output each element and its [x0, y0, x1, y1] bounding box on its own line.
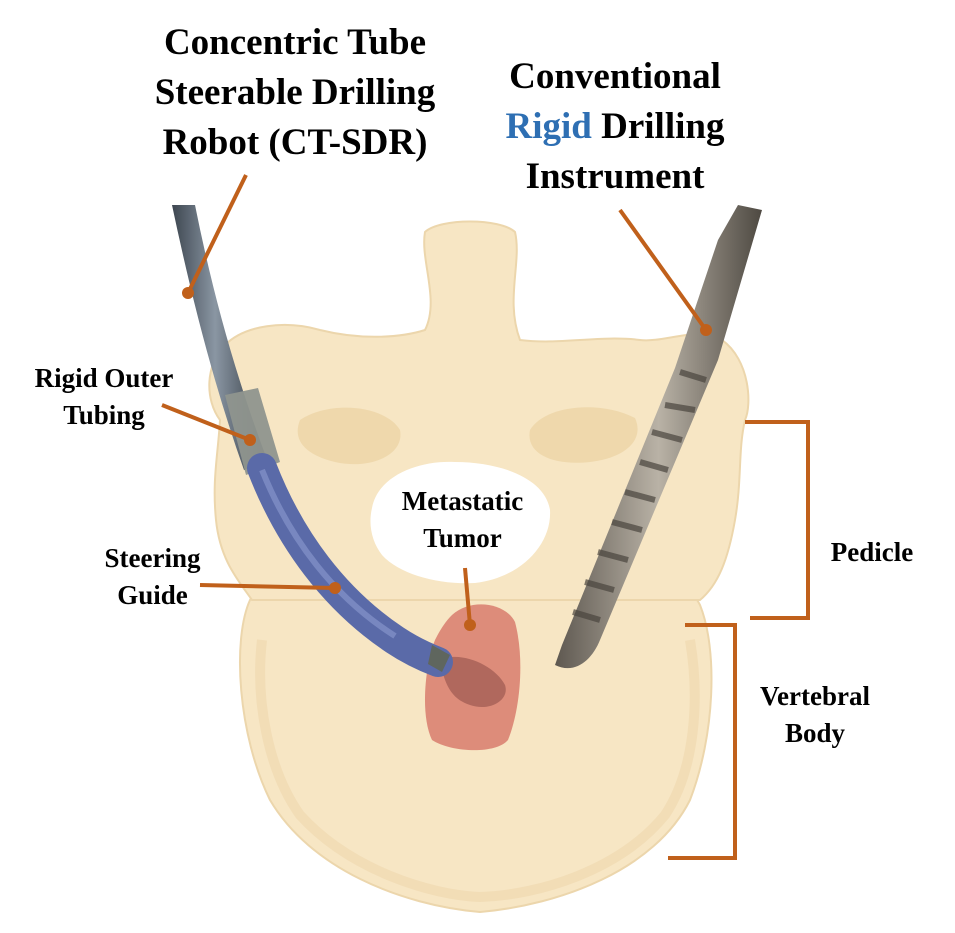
spinal-canal	[370, 461, 551, 584]
steering-guide-highlight	[259, 468, 397, 639]
rigid-drill-title-line3: Instrument	[525, 156, 705, 197]
left-facet-shadow	[297, 407, 401, 465]
rigid-drill-flutes	[572, 369, 707, 623]
steering-guide-line1: Steering	[104, 543, 201, 573]
metastatic-tumor-label: Metastatic Tumor	[375, 483, 550, 557]
metastatic-tumor-line2: Tumor	[423, 523, 502, 553]
rigid-drill-title: Conventional Rigid Drilling Instrument	[470, 52, 760, 202]
ct-sdr-title-line2: Steerable Drilling	[154, 72, 436, 113]
vertebral-body-rim	[255, 639, 700, 903]
rigid-outer-tubing-leader	[161, 403, 251, 442]
rigid-outer-tubing-label: Rigid Outer Tubing	[14, 360, 194, 434]
rigid-outer-tubing-segment	[225, 388, 280, 475]
steering-guide-label: Steering Guide	[80, 540, 225, 614]
rigid-outer-tubing-line2: Tubing	[63, 400, 145, 430]
rigid-drill-title-line2-rest: Drilling	[591, 106, 725, 147]
vertebral-body-bracket	[668, 623, 737, 860]
ct-sdr-leader	[186, 174, 248, 294]
ct-sdr-title: Concentric Tube Steerable Drilling Robot…	[120, 18, 470, 168]
rigid-outer-tubing-leader-dot	[244, 434, 256, 446]
pedicle-bracket	[745, 420, 810, 620]
vertebral-body-line2: Body	[784, 718, 846, 748]
rigid-highlight-word: Rigid	[505, 106, 592, 147]
ct-sdr-leader-dot	[182, 287, 194, 299]
rigid-drill-leader-dot	[700, 324, 712, 336]
tumor-leader-dot	[464, 619, 476, 631]
ct-sdr-title-line3: Robot (CT-SDR)	[162, 122, 428, 163]
steering-guide-leader	[199, 583, 336, 590]
vertebral-body-line1: Vertebral	[760, 681, 870, 711]
leader-dots	[182, 287, 712, 631]
ct-sdr-tip	[428, 645, 450, 672]
vertebral-arch-shape	[208, 220, 750, 601]
vertebral-body-label: Vertebral Body	[735, 678, 895, 752]
metastatic-tumor-line1: Metastatic	[401, 486, 524, 516]
rigid-outer-tubing-line1: Rigid Outer	[34, 363, 174, 393]
rigid-drill-leader	[618, 208, 708, 332]
right-facet-shadow	[529, 407, 638, 463]
leader-lines	[161, 174, 810, 860]
rigid-drill-title-line2: Rigid Drilling	[470, 102, 760, 152]
rigid-drill-title-line1: Conventional	[509, 56, 721, 97]
tumor-leader	[463, 567, 472, 626]
steering-guide-leader-dot	[329, 582, 341, 594]
pedicle-line1: Pedicle	[830, 537, 914, 567]
steering-guide-line2: Guide	[117, 580, 188, 610]
pedicle-label: Pedicle	[812, 534, 932, 571]
ct-sdr-title-line1: Concentric Tube	[163, 22, 427, 63]
vertebra	[208, 220, 750, 914]
drilled-channel-shadow	[440, 656, 506, 708]
